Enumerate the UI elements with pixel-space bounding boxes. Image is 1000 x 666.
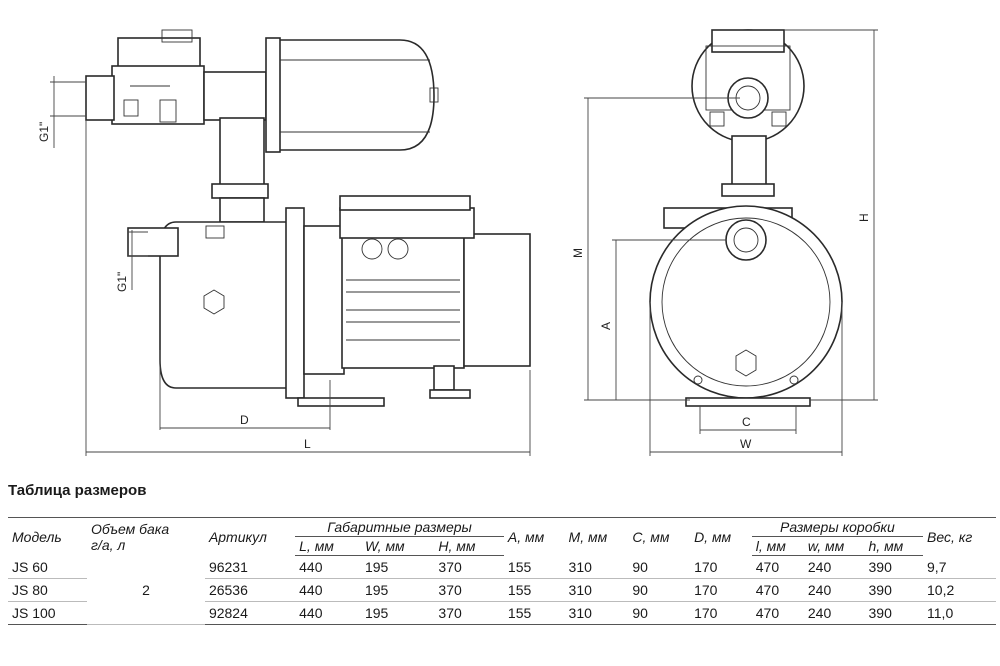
lower-inlet-pipe (127, 227, 179, 257)
cell-d: 170 (690, 578, 752, 602)
tee-connector (203, 71, 267, 121)
front-riser (731, 135, 767, 191)
header-tank-volume: Объем бака г/а, л (87, 517, 205, 556)
motor (303, 195, 531, 391)
table-row: JS 100 92824 440 195 370 155 310 90 170 … (8, 601, 996, 625)
cell-c: 90 (628, 555, 691, 579)
table-title: Таблица размеров (8, 482, 147, 499)
cell-a: 155 (503, 601, 565, 625)
table-row: JS 80 26536 440 195 370 155 310 90 170 4… (8, 578, 996, 602)
header-box-w: w, мм (803, 536, 865, 556)
upper-inlet-pipe (85, 75, 115, 121)
cell-box-l: 470 (751, 601, 804, 625)
header-overall-l: L, мм (295, 536, 361, 556)
cell-box-w: 240 (803, 601, 865, 625)
pump-casing (127, 207, 305, 399)
dimension-d-label: D (240, 413, 249, 427)
drain-plug (203, 289, 225, 315)
pressure-tank (265, 37, 439, 153)
cell-box-h: 390 (864, 555, 924, 579)
header-overall-h: H, мм (434, 536, 504, 556)
cell-a: 155 (503, 578, 565, 602)
header-article: Артикул (204, 517, 296, 556)
cell-article: 26536 (204, 578, 296, 602)
front-drain-plug (735, 349, 757, 377)
header-box: Размеры коробки (751, 517, 924, 537)
cell-m: 310 (564, 578, 629, 602)
header-overall: Габаритные размеры (295, 517, 504, 537)
dimension-h-label: H (857, 213, 871, 222)
cell-weight: 9,7 (923, 555, 996, 579)
cell-l: 440 (295, 578, 361, 602)
table-row: JS 60 2 96231 440 195 370 155 310 90 170… (8, 555, 996, 625)
header-model: Модель (8, 517, 88, 556)
cell-box-w: 240 (803, 555, 865, 579)
dimension-m-label: M (571, 248, 585, 258)
header-tank-line1: Объем бака (91, 520, 170, 537)
cell-d: 170 (690, 555, 752, 579)
header-a: A, мм (503, 517, 565, 556)
cell-box-l: 470 (751, 578, 804, 602)
side-dimensions: G1" G1" D L (37, 76, 531, 456)
cell-article: 96231 (204, 555, 296, 579)
riser-pipe (219, 117, 265, 191)
cell-w: 195 (360, 555, 435, 579)
header-box-h: h, мм (864, 536, 924, 556)
technical-drawing: G1" G1" D L (37, 29, 878, 456)
cell-h: 370 (434, 555, 504, 579)
base-foot (297, 397, 385, 407)
cell-model: JS 80 (8, 578, 88, 602)
cell-h: 370 (434, 578, 504, 602)
front-pump-body (649, 205, 843, 407)
pressure-switch (111, 29, 205, 125)
cell-l: 440 (295, 555, 361, 579)
cell-w: 195 (360, 578, 435, 602)
cell-c: 90 (628, 578, 691, 602)
header-m: M, мм (564, 517, 629, 556)
header-overall-w: W, мм (360, 536, 435, 556)
cell-weight: 11,0 (923, 601, 996, 625)
cell-box-l: 470 (751, 555, 804, 579)
riser-nut (211, 183, 269, 199)
cell-tank-volume: 2 (87, 555, 205, 625)
cell-d: 170 (690, 601, 752, 625)
header-tank-line2: г/а, л (91, 536, 126, 553)
header-weight: Вес, кг (923, 517, 996, 556)
header-d: D, мм (690, 517, 752, 556)
dimensions-table: Модель Объем бака г/а, л Артикул Габарит… (8, 517, 996, 625)
dimension-c-label: C (742, 415, 751, 429)
cell-l: 440 (295, 601, 361, 625)
cell-box-w: 240 (803, 578, 865, 602)
front-view: M A H C W (571, 29, 878, 456)
cell-model: JS 100 (8, 601, 88, 625)
cell-w: 195 (360, 601, 435, 625)
dimension-l-label: L (304, 437, 311, 451)
g1-upper-label: G1" (37, 122, 51, 142)
header-box-l: l, мм (751, 536, 804, 556)
cell-box-h: 390 (864, 601, 924, 625)
cell-box-h: 390 (864, 578, 924, 602)
side-view: G1" G1" D L (37, 29, 531, 456)
dimension-w-label: W (740, 437, 752, 451)
cell-c: 90 (628, 601, 691, 625)
header-c: C, мм (628, 517, 691, 556)
cell-weight: 10,2 (923, 578, 996, 602)
cell-m: 310 (564, 601, 629, 625)
dimension-a-label: A (599, 322, 613, 330)
g1-lower-label: G1" (115, 272, 129, 292)
cell-a: 155 (503, 555, 565, 579)
front-dimensions: M A H C W (571, 29, 878, 456)
cell-article: 92824 (204, 601, 296, 625)
cell-model: JS 60 (8, 555, 88, 579)
cell-h: 370 (434, 601, 504, 625)
front-switch (691, 29, 805, 143)
cell-m: 310 (564, 555, 629, 579)
